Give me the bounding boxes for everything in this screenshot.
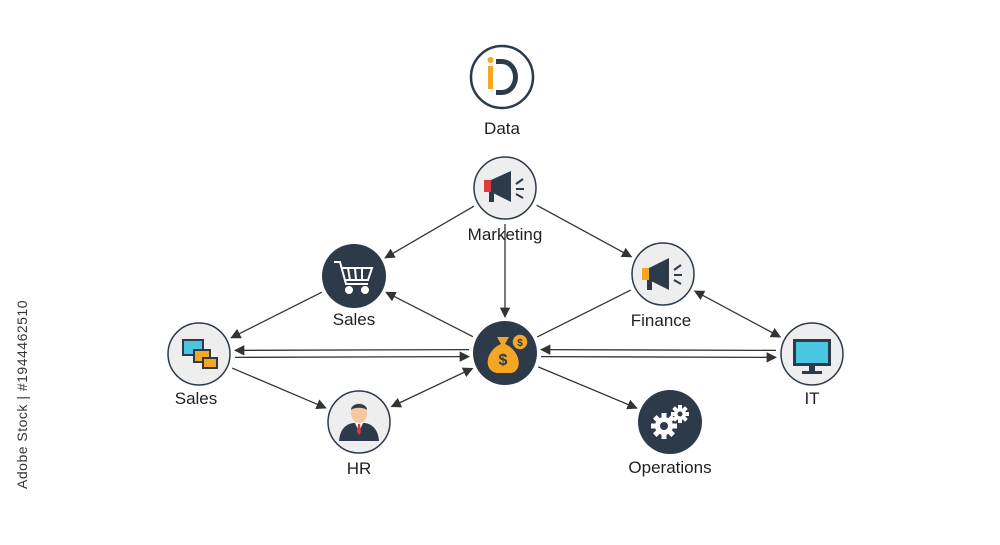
sales-screens-node[interactable] — [167, 322, 231, 386]
svg-text:$: $ — [499, 352, 508, 369]
edge-finance-to-it — [693, 290, 782, 338]
edge-center-to-sales-screens-b — [235, 351, 471, 362]
edge-center-to-finance — [536, 289, 632, 338]
it-node[interactable] — [780, 322, 844, 386]
megaphone-icon — [484, 171, 524, 202]
marketing-label: Marketing — [467, 225, 543, 244]
edge-marketing-to-finance — [536, 204, 633, 258]
shopping-cart-icon — [334, 261, 374, 294]
operations-label: Operations — [628, 458, 712, 477]
edges-group — [230, 204, 782, 410]
it-label: IT — [804, 389, 820, 408]
edge-center-to-sales-screens-a — [233, 345, 469, 356]
monitors-icon — [182, 339, 218, 369]
money-bag-icon: $ $ — [487, 333, 529, 373]
center-node[interactable]: $ $ — [473, 321, 537, 385]
data-node — [469, 44, 535, 110]
edge-sales-cart-to-sales-screens — [230, 291, 323, 339]
edge-center-to-operations — [537, 366, 638, 410]
megaphone-icon — [642, 258, 682, 290]
edge-center-to-it-b — [539, 344, 777, 355]
sales-screens-label: Sales — [174, 389, 218, 408]
monitor-icon — [793, 339, 831, 374]
edge-center-to-sales-cart — [385, 291, 474, 338]
finance-label: Finance — [630, 311, 692, 330]
edge-center-to-it-a — [540, 352, 778, 363]
finance-node[interactable] — [631, 242, 695, 306]
operations-node[interactable] — [638, 390, 702, 454]
businessman-icon — [339, 403, 379, 441]
sales-cart-node[interactable] — [322, 244, 386, 308]
edge-marketing-to-sales-cart — [384, 205, 475, 259]
edge-sales-screens-to-hr — [231, 367, 327, 410]
stock-watermark: Adobe Stock | #1944462510 — [14, 300, 30, 489]
data-logo-icon — [487, 57, 518, 95]
sales-cart-label: Sales — [332, 310, 376, 329]
gears-icon — [651, 405, 689, 439]
edge-hr-to-center — [390, 367, 474, 408]
marketing-node[interactable] — [473, 156, 537, 220]
data-label: Data — [484, 119, 520, 138]
hr-label: HR — [346, 459, 372, 478]
hr-node[interactable] — [327, 390, 391, 454]
svg-text:$: $ — [517, 338, 523, 349]
